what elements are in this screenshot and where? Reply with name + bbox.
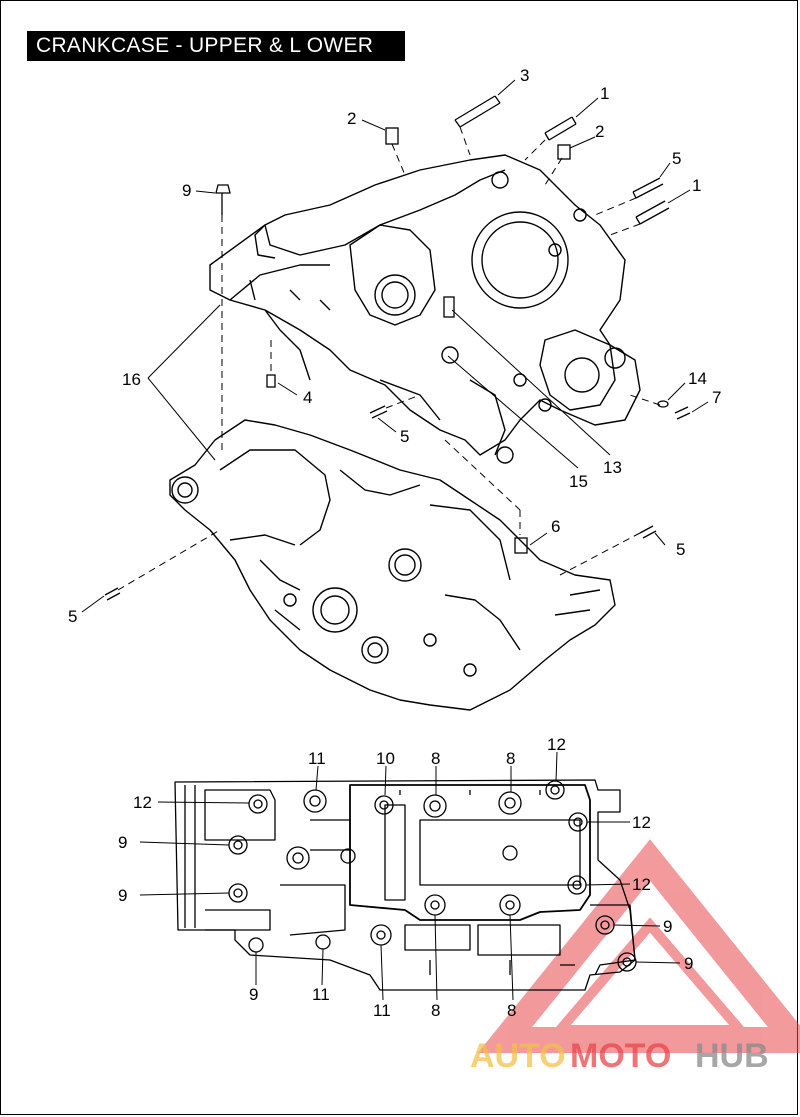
callout-labels-lower: 11 10 8 8 12 12 12 9 12 9 9 9 9 11 11 8 … xyxy=(118,735,693,1020)
upper-small-parts xyxy=(104,95,691,601)
watermark-hub: HUB xyxy=(695,1037,769,1075)
callout-leaders xyxy=(81,79,709,1001)
callout-10: 10 xyxy=(376,749,395,768)
callout-2: 2 xyxy=(347,109,356,128)
watermark-logo xyxy=(477,839,800,1053)
upper-dashed-leaders xyxy=(117,126,661,591)
callout-12: 12 xyxy=(632,875,651,894)
callout-8: 8 xyxy=(431,749,440,768)
callout-11: 11 xyxy=(373,1001,391,1020)
bottom-view-drawing xyxy=(174,779,637,991)
page-title: CRANKCASE - UPPER & L OWER xyxy=(27,31,405,61)
callout-5: 5 xyxy=(68,607,77,626)
callout-9: 9 xyxy=(684,954,693,973)
callout-2: 2 xyxy=(595,122,604,141)
callout-9: 9 xyxy=(118,833,127,852)
callout-5: 5 xyxy=(676,540,685,559)
callout-9: 9 xyxy=(663,917,672,936)
callout-16: 16 xyxy=(122,370,141,389)
callout-11: 11 xyxy=(312,985,330,1004)
callout-8: 8 xyxy=(507,1001,516,1020)
callout-labels-upper: 3 1 2 2 5 1 9 16 4 5 14 7 13 15 6 5 5 xyxy=(68,66,721,626)
callout-12: 12 xyxy=(632,813,651,832)
callout-15: 15 xyxy=(569,472,588,491)
watermark-auto: AUTO xyxy=(470,1037,566,1075)
callout-6: 6 xyxy=(551,517,560,536)
callout-9: 9 xyxy=(118,886,127,905)
callout-12: 12 xyxy=(133,793,152,812)
callout-8: 8 xyxy=(506,749,515,768)
callout-9: 9 xyxy=(182,181,191,200)
callout-1: 1 xyxy=(600,84,609,103)
callout-5: 5 xyxy=(400,427,409,446)
lower-crankcase-drawing xyxy=(169,419,616,711)
callout-4: 4 xyxy=(303,388,312,407)
callout-11: 11 xyxy=(308,749,326,768)
callout-7: 7 xyxy=(712,388,721,407)
callout-8: 8 xyxy=(431,1001,440,1020)
callout-13: 13 xyxy=(603,458,622,477)
callout-12: 12 xyxy=(547,735,566,754)
watermark-moto: MOTO xyxy=(570,1037,671,1075)
watermark-text: AUTO MOTO HUB xyxy=(470,1037,769,1075)
upper-crankcase-drawing xyxy=(209,154,641,464)
callout-14: 14 xyxy=(688,369,707,388)
callout-5: 5 xyxy=(672,149,681,168)
callout-1: 1 xyxy=(692,176,701,195)
callout-9: 9 xyxy=(249,985,258,1004)
callout-3: 3 xyxy=(520,66,529,85)
